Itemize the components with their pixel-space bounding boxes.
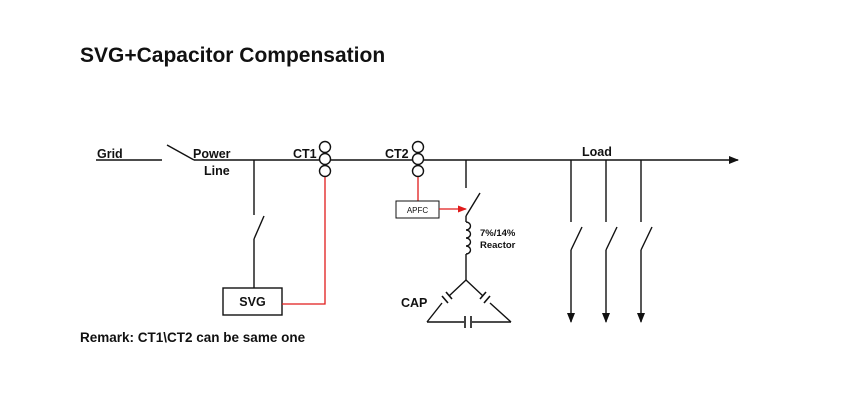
load-feeder-2 — [602, 160, 618, 323]
reactor-coil-icon — [465, 221, 472, 255]
ct1-label: CT1 — [293, 147, 317, 161]
power-label: Power — [193, 147, 231, 161]
apfc-label: APFC — [407, 206, 429, 215]
ct2-label: CT2 — [385, 147, 409, 161]
svg-unit-label: SVG — [239, 295, 265, 309]
ct1-transformer-icon — [318, 140, 332, 178]
svg-branch — [253, 160, 265, 288]
svg-unit-box — [222, 287, 283, 316]
load-feeder-3 — [637, 160, 653, 323]
ct1-signal-wire — [282, 177, 326, 305]
load-feeder-1 — [567, 160, 583, 323]
page-title: SVG+Capacitor Compensation — [80, 44, 386, 67]
ct2-transformer-icon — [411, 140, 425, 178]
line-label: Line — [204, 164, 230, 178]
capacitor-icon — [441, 291, 453, 304]
grid-feeder — [96, 144, 195, 161]
remark-note: Remark: CT1\CT2 can be same one — [80, 330, 306, 345]
reactor-rating-label: 7%/14% — [480, 228, 516, 239]
capacitor-icon — [464, 316, 472, 328]
reactor-label: Reactor — [480, 240, 516, 251]
cap-label: CAP — [401, 296, 427, 310]
load-label: Load — [582, 145, 612, 159]
capacitor-icon — [479, 291, 491, 304]
capacitor-branch — [465, 160, 481, 222]
grid-label: Grid — [97, 147, 123, 161]
delta-capacitor-bank — [426, 279, 512, 323]
